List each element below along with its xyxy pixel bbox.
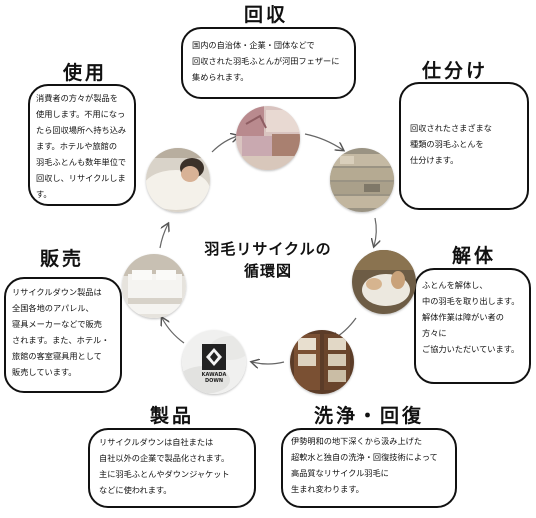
textbox-sales: リサイクルダウン製品は 全国各地のアパレル、 寝具メーカーなどで販売 されます。… <box>4 277 122 393</box>
arrow-sales-to-use <box>159 224 168 249</box>
photo-collection <box>236 106 300 170</box>
text-line: 自社以外の企業で製品化されます。 <box>99 453 230 463</box>
text-line: リサイクルダウン製品は <box>12 287 102 297</box>
text-line: などに使われます。 <box>99 485 172 495</box>
text-line: 使用します。不用になっ <box>36 109 126 119</box>
text-line: 方々に <box>422 328 447 338</box>
kawada-logo-text: KAWADA DOWN <box>182 372 246 384</box>
text-line: 主に羽毛ふとんやダウンジャケット <box>99 469 230 479</box>
textbox-sorting: 回収されたさまざまな 種類の羽毛ふとんを 仕分けます。 <box>399 82 529 210</box>
photo-sorting <box>330 148 394 212</box>
center-title-line2: 循環図 <box>243 262 292 280</box>
text-line: 寝具メーカーなどで販売 <box>12 319 102 329</box>
text-line: ご協力いただいています。 <box>422 344 520 354</box>
center-title-line1: 羽毛リサイクルの <box>204 240 332 258</box>
text-line: 国内の自治体・企業・団体などで <box>192 40 315 50</box>
text-line: ふとんを解体し、 <box>422 280 488 290</box>
text-line: 集められます。 <box>192 72 249 82</box>
text-line: 回収し、リサイクルしま <box>36 173 126 183</box>
photo-sales <box>122 254 186 318</box>
text-line: 伊勢明和の地下深くから汲み上げた <box>291 436 423 446</box>
text-line: 回収されたさまざまな <box>410 123 492 133</box>
photo-product-logo: KAWADA DOWN <box>182 330 246 394</box>
text-line: リサイクルダウンは自社または <box>99 437 214 447</box>
text-line: 中の羽毛を取り出します。 <box>422 296 520 306</box>
text-line: 解体作業は障がい者の <box>422 312 504 322</box>
textbox-washing: 伊勢明和の地下深くから汲み上げた 超軟水と独自の洗浄・回復技術によって 高品質な… <box>281 428 457 508</box>
text-line: 回収された羽毛ふとんが河田フェザーに <box>192 56 340 66</box>
arrow-use-to-collection <box>211 136 238 153</box>
textbox-use: 消費者の方々が製品を 使用します。不用になっ たら回収場所へ持ち込み ます。ホテ… <box>28 84 136 206</box>
text-line: 全国各地のアパレル、 <box>12 303 94 313</box>
text-line: 羽毛ふとんも数年単位で <box>36 157 127 167</box>
text-line: 種類の羽毛ふとんを <box>410 139 484 149</box>
arrow-collection-to-sorting <box>304 133 343 150</box>
heading-washing: 洗浄・回復 <box>314 405 425 427</box>
arrow-washing-to-product <box>252 362 285 364</box>
text-line: ます。ホテルや旅館の <box>36 141 118 151</box>
text-line: 販売しています。 <box>12 367 77 377</box>
heading-product: 製品 <box>150 405 195 427</box>
text-line: す。 <box>36 189 52 199</box>
textbox-product: リサイクルダウンは自社または 自社以外の企業で製品化されます。 主に羽毛ふとんや… <box>88 428 256 508</box>
textbox-dismantling: ふとんを解体し、 中の羽毛を取り出します。 解体作業は障がい者の 方々に ご協力… <box>414 268 531 384</box>
heading-use: 使用 <box>63 62 108 84</box>
text-line: 消費者の方々が製品を <box>36 93 118 103</box>
arrow-product-to-sales <box>162 318 185 344</box>
arrow-sorting-to-dismantling <box>374 217 376 246</box>
photo-dismantling <box>352 250 416 314</box>
heading-collection: 回収 <box>244 4 289 26</box>
textbox-collection: 国内の自治体・企業・団体などで 回収された羽毛ふとんが河田フェザーに 集められま… <box>181 27 356 99</box>
heading-sorting: 仕分け <box>422 60 489 82</box>
heading-dismantling: 解体 <box>452 245 497 267</box>
center-title: 羽毛リサイクルの 循環図 <box>188 238 348 282</box>
text-line: 超軟水と独自の洗浄・回復技術によって <box>291 452 438 462</box>
photo-washing <box>290 330 354 394</box>
photo-use <box>146 148 210 212</box>
text-line: 旅館の客室寝具用として <box>12 351 102 361</box>
logo-line1: KAWADA <box>201 372 227 378</box>
text-line: されます。また、ホテル・ <box>12 335 110 345</box>
heading-sales: 販売 <box>40 248 85 270</box>
logo-line2: DOWN <box>204 378 224 384</box>
text-line: 高品質なリサイクル羽毛に <box>291 468 389 478</box>
text-line: 仕分けます。 <box>410 155 459 165</box>
text-line: 生まれ変わります。 <box>291 484 364 494</box>
text-line: たら回収場所へ持ち込み <box>36 125 127 135</box>
